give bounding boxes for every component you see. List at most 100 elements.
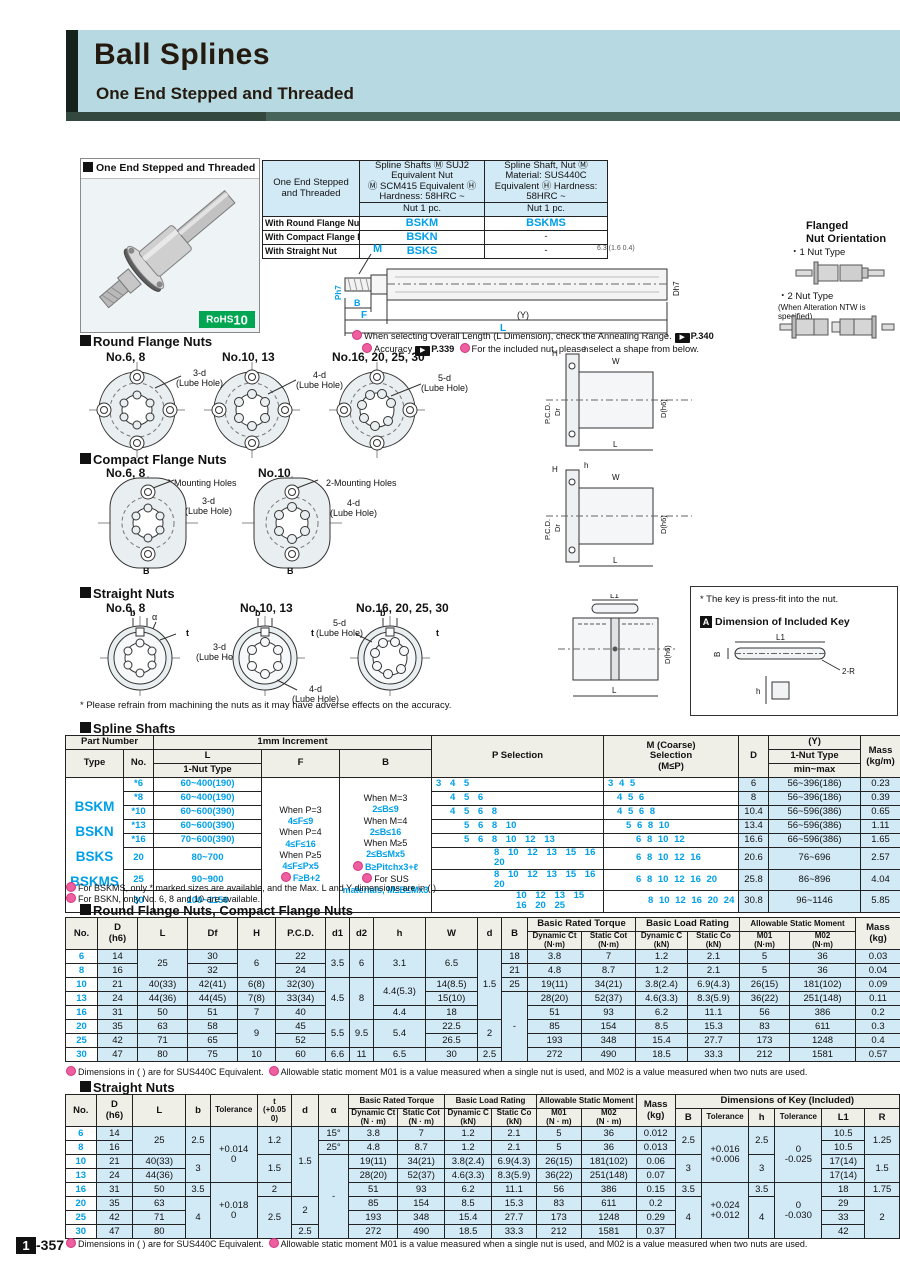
compact-flange-side-view: h W H P.C.D. Dr D(h6) L — [543, 462, 692, 567]
header-cell: Tolerance — [701, 1107, 749, 1128]
page-ref-339[interactable]: P.339 — [431, 344, 455, 354]
cell: 24 — [97, 991, 138, 1007]
cell: 25 — [65, 1033, 98, 1049]
header-cell: B — [674, 1107, 703, 1128]
cell: 4 5 6 — [603, 791, 740, 806]
header-cell: t (+0.05 0) — [256, 1093, 293, 1128]
cell: 2.1 — [687, 963, 741, 979]
compact-lube-3d: 3-d (Lube Hole) — [185, 496, 233, 517]
cell: 25.8 — [738, 868, 770, 891]
side-label-pcd2: P.C.D. — [543, 519, 552, 540]
cell[interactable]: BSKMS — [484, 216, 608, 231]
mounting-holes-label-2: 2-Mounting Holes — [326, 478, 397, 488]
cell: 28(20) — [348, 1168, 399, 1184]
cell: 35 — [97, 1019, 138, 1035]
cell: 75 — [187, 1047, 238, 1063]
cell: 10 — [65, 1154, 97, 1170]
cell: 3 4 5 — [603, 777, 740, 792]
cell: 15° — [317, 1126, 350, 1142]
info-icon — [268, 1066, 279, 1076]
cell: 3 — [674, 1154, 703, 1184]
cell: 18 — [501, 949, 528, 965]
group-compact-6-8: No.6, 8 — [106, 466, 146, 480]
key-h-label: h — [756, 687, 760, 696]
cell: 13 — [65, 1168, 97, 1184]
cell: 2.5 — [747, 1126, 776, 1156]
cell: 5 — [535, 1140, 582, 1156]
cell: 6.5 — [425, 949, 478, 979]
cell: 56~396(186) — [768, 791, 862, 806]
side-label-h: h — [584, 346, 588, 354]
label-f: F — [361, 310, 367, 321]
group-compact-10: No.10 — [258, 466, 291, 480]
cell: 4 5 6 8 — [431, 805, 605, 820]
key-pressfit-note: * The key is press-fit into the nut. — [700, 594, 839, 605]
cell: 6 — [65, 949, 98, 965]
cell: 4 — [185, 1196, 211, 1240]
cell: - — [317, 1154, 350, 1240]
cell: 16.6 — [738, 833, 770, 848]
page-ref-340[interactable]: P.340 — [690, 331, 714, 341]
cell: 193 — [348, 1210, 399, 1226]
cell: 25 — [501, 977, 528, 993]
cell: 8 10 12 13 15 16 20 — [431, 868, 605, 891]
side-label-l3: L — [612, 686, 617, 695]
cell: 30 — [425, 1047, 478, 1063]
cell: 83 — [739, 1019, 791, 1035]
cell: 63 — [137, 1019, 188, 1035]
label-dh7: Dh7 — [672, 281, 681, 296]
label-ph7: Ph7 — [335, 285, 343, 300]
cell: 76~696 — [768, 847, 862, 870]
cell: 1.5 — [477, 949, 502, 1021]
header-cell: Mass (kg) — [635, 1093, 676, 1128]
note-annealing-text: When selecting Overall Length (L Dimensi… — [364, 331, 672, 341]
section-title-straight-nuts: Straight Nuts — [80, 586, 175, 601]
cell: 20 — [65, 1196, 97, 1212]
header-cell: α — [317, 1093, 350, 1128]
cell: 1.25 — [864, 1126, 900, 1156]
cell: 490 — [580, 1047, 637, 1063]
cell[interactable]: BSKM — [359, 216, 485, 231]
cell: 0 -0.030 — [774, 1182, 823, 1240]
cell: 36 — [580, 1126, 637, 1142]
cell: 33 — [821, 1210, 866, 1226]
cell: 26(15) — [535, 1154, 582, 1170]
cell: 0.29 — [635, 1210, 676, 1226]
cell: 15.3 — [491, 1196, 537, 1212]
cell: 611 — [789, 1019, 857, 1035]
cell: 3.8(2.4) — [444, 1154, 493, 1170]
a-mark-icon: A — [700, 616, 712, 628]
cell: 28(20) — [527, 991, 582, 1007]
cell: 348 — [397, 1210, 446, 1226]
cell: *8 — [122, 791, 155, 806]
header-accent-bar — [66, 30, 78, 112]
cell: 6 8 10 12 16 20 — [603, 868, 740, 891]
cell: 4 — [674, 1196, 703, 1240]
cell: 71 — [132, 1210, 187, 1226]
header-cell: Dynamic C (kN) — [635, 930, 689, 951]
cell: 490 — [397, 1224, 446, 1240]
cell: 5 6 8 10 — [603, 819, 740, 834]
header-cell: h — [373, 916, 426, 951]
cell: 2.5 — [674, 1126, 703, 1156]
cell: 16 — [95, 1140, 134, 1156]
cell: 1.2 — [635, 963, 689, 979]
cell[interactable]: BSKS — [359, 244, 485, 259]
cell: 22 — [275, 949, 326, 965]
cell: 5.85 — [860, 890, 900, 913]
cell: 11.1 — [687, 1005, 741, 1021]
cell: *16 — [122, 833, 155, 848]
cell: 0.07 — [635, 1168, 676, 1184]
cell: 0.15 — [635, 1182, 676, 1198]
cell: With Straight Nut — [262, 244, 360, 259]
key-2r-label: 2-R — [842, 667, 855, 676]
cell: 8 10 12 16 20 24 — [603, 890, 740, 913]
cell: 10 — [65, 977, 98, 993]
cell: 19(11) — [348, 1154, 399, 1170]
cell: 3 4 5 — [431, 777, 605, 792]
header-cell: Dimensions of Key (Included) — [674, 1094, 900, 1109]
cell: Nut 1 pc. — [484, 202, 608, 217]
cell: 80 — [137, 1047, 188, 1063]
cell: 2.5 — [477, 1047, 502, 1063]
spline-footnote-2-text: For BSKN, only No. 6, 8 and 10 are avail… — [78, 894, 261, 904]
